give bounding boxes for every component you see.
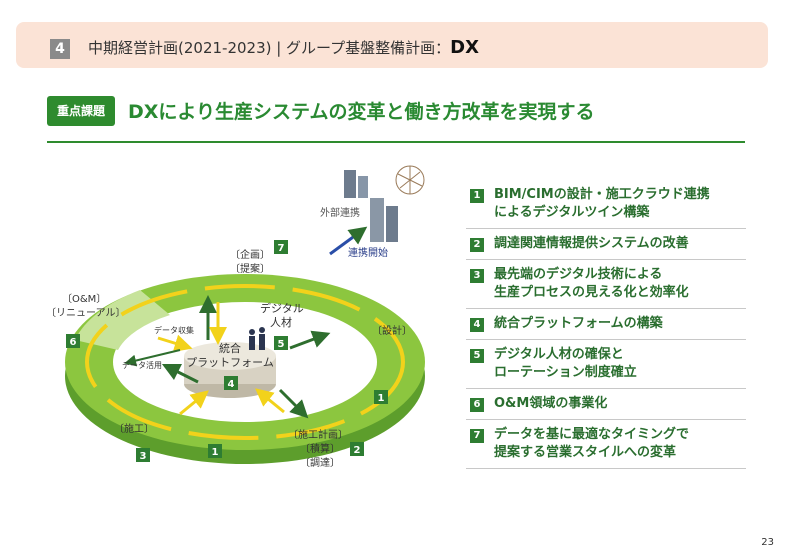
list-item: 5 デジタル人材の確保と ローテーション制度確立 xyxy=(466,340,746,389)
item-text: 最先端のデジタル技術による 生産プロセスの見える化と効率化 xyxy=(494,267,689,300)
stage-design-label: 〔設計〕 xyxy=(372,324,412,337)
header-title-text: 中期経営計画(2021-2023) | グループ基盤整備計画： xyxy=(88,39,451,57)
item-number: 7 xyxy=(470,429,484,443)
stage-plan-num: 7 xyxy=(278,243,285,254)
item-number: 4 xyxy=(470,318,484,332)
section-number: 4 xyxy=(50,39,70,59)
header-title: 中期経営計画(2021-2023) | グループ基盤整備計画：DX xyxy=(88,37,479,58)
stage-estimate-label: 〔積算〕 xyxy=(300,442,340,455)
header-bar xyxy=(16,22,768,68)
building-icon xyxy=(344,170,398,242)
stage-renewal-label: 〔リニューアル〕 xyxy=(46,307,126,319)
list-item: 1 BIM/CIMの設計・施工クラウド連携 によるデジタルツイン構築 xyxy=(466,180,746,229)
dx-cycle-diagram: 外部連携 連携開始 統合 プラットフォーム 4 デジタル 人材 5 デー xyxy=(30,150,450,490)
list-item: 6 O&M領域の事業化 xyxy=(466,389,746,420)
main-title: DXにより生産システムの変革と働き方改革を実現する xyxy=(128,101,595,123)
title-divider xyxy=(47,141,745,143)
data-collect-label: データ収集 xyxy=(154,325,194,335)
stage-design-num: 1 xyxy=(378,393,385,404)
priority-badge: 重点課題 xyxy=(47,96,115,126)
item-number: 5 xyxy=(470,349,484,363)
talent-num: 5 xyxy=(278,339,285,350)
list-item: 2 調達関連情報提供システムの改善 xyxy=(466,229,746,260)
stage-procure-label: 〔調達〕 xyxy=(300,456,340,469)
data-use-label: データ活用 xyxy=(122,360,162,370)
item-number: 6 xyxy=(470,398,484,412)
stage-plan-label: 〔企画〕 xyxy=(230,248,270,261)
network-icon xyxy=(395,165,425,195)
center-arrows xyxy=(161,295,331,419)
stage-om-label: 〔O&M〕 xyxy=(62,293,106,305)
stage-construct-plan-num: 2 xyxy=(354,445,361,456)
item-text: O&M領域の事業化 xyxy=(494,396,608,411)
initiative-list: 1 BIM/CIMの設計・施工クラウド連携 によるデジタルツイン構築 2 調達関連情… xyxy=(466,180,746,469)
header-title-highlight: DX xyxy=(450,37,479,58)
link-start-label: 連携開始 xyxy=(348,246,388,259)
center-num: 4 xyxy=(228,379,235,390)
stage-construct-label: 〔施工〕 xyxy=(114,422,154,435)
stage-construct-num-2: 1 xyxy=(212,447,219,458)
stage-construct-plan-label: 〔施工計画〕 xyxy=(288,428,348,441)
talent-label-1: デジタル xyxy=(260,301,304,315)
center-label-2: プラットフォーム xyxy=(186,356,274,369)
external-link-label: 外部連携 xyxy=(320,206,360,219)
item-number: 2 xyxy=(470,238,484,252)
page-number: 23 xyxy=(761,537,774,548)
item-text: 調達関連情報提供システムの改善 xyxy=(494,236,689,251)
stage-om-num: 6 xyxy=(70,337,77,348)
item-text: BIM/CIMの設計・施工クラウド連携 によるデジタルツイン構築 xyxy=(494,187,710,220)
item-text: デジタル人材の確保と ローテーション制度確立 xyxy=(494,347,637,380)
center-label-1: 統合 xyxy=(219,341,241,355)
item-text: データを基に最適なタイミングで 提案する営業スタイルへの変革 xyxy=(494,427,690,460)
item-text: 統合プラットフォームの構築 xyxy=(494,316,663,331)
talent-label-2: 人材 xyxy=(270,315,292,329)
data-arrows xyxy=(157,302,285,416)
link-arrow xyxy=(329,226,368,256)
item-number: 1 xyxy=(470,189,484,203)
person-icon xyxy=(249,327,265,350)
list-item: 7 データを基に最適なタイミングで 提案する営業スタイルへの変革 xyxy=(466,420,746,469)
list-item: 3 最先端のデジタル技術による 生産プロセスの見える化と効率化 xyxy=(466,260,746,309)
item-number: 3 xyxy=(470,269,484,283)
stage-construct-num: 3 xyxy=(140,451,147,462)
list-item: 4 統合プラットフォームの構築 xyxy=(466,309,746,340)
stage-propose-label: 〔提案〕 xyxy=(230,262,270,275)
data-use-arrow xyxy=(124,349,181,367)
